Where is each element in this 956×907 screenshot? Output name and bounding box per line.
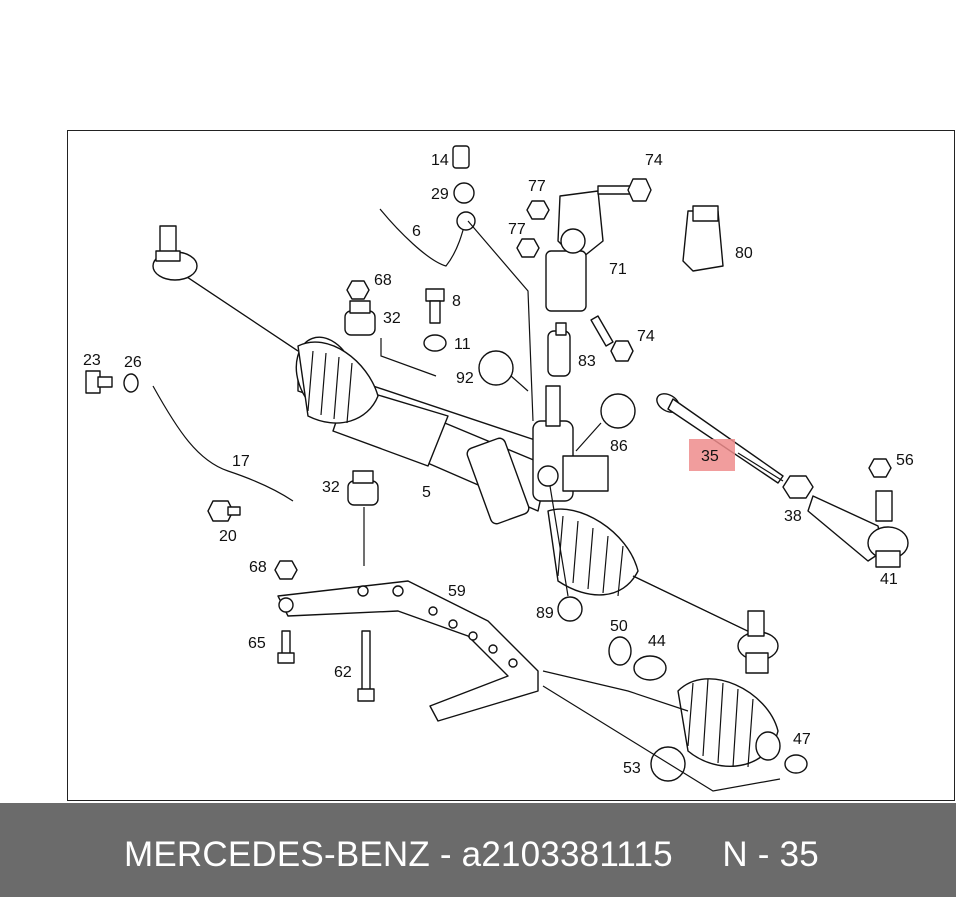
callout-62[interactable]: 62 [334,664,352,681]
bolt-23 [85,370,113,394]
callout-44[interactable]: 44 [648,633,666,650]
wrench-symbol-53 [650,746,686,782]
nut-68-upper [346,280,370,300]
callout-59[interactable]: 59 [448,583,466,600]
bolt-62 [357,630,375,702]
wrench-symbol-92 [478,350,514,386]
leader-lines [363,220,781,792]
seal-ring [456,211,476,231]
bolt-74-lower [590,315,634,362]
callout-23[interactable]: 23 [83,352,101,369]
callout-47[interactable]: 47 [793,731,811,748]
callout-83[interactable]: 83 [578,353,596,370]
bracket-83 [547,322,571,377]
callout-92[interactable]: 92 [456,370,474,387]
banjo-fitting-29 [453,182,475,204]
spacer-89 [557,596,583,622]
clamp-47 [784,754,808,774]
universal-joint-71 [545,190,604,312]
callout-29[interactable]: 29 [431,186,449,203]
wrench-symbol-86 [600,393,636,429]
ring-50 [608,636,632,666]
nut-56 [868,458,892,478]
nut-77-lower [516,238,540,258]
rubber-mount-32-lower [347,470,379,506]
nut-38 [782,475,814,499]
callout-50[interactable]: 50 [610,618,628,635]
callout-38[interactable]: 38 [784,508,802,525]
callout-17[interactable]: 17 [232,453,250,470]
bolt-20 [207,500,241,522]
bolt-65 [277,630,295,664]
boot-53 [677,678,781,768]
callout-74a[interactable]: 74 [645,152,663,169]
support-bracket-59 [277,580,539,722]
diagram-frame: 14 29 6 77 77 74 80 71 68 8 32 11 74 83 … [67,130,955,801]
rubber-mount-32-upper [344,300,376,336]
bolt-8 [425,288,445,324]
callout-20[interactable]: 20 [219,528,237,545]
callout-77a[interactable]: 77 [528,178,546,195]
nut-68-lower [274,560,298,580]
hydraulic-line-17 [152,385,294,502]
callout-labels: 14 29 6 77 77 74 80 71 68 8 32 11 74 83 … [83,152,914,777]
left-boot [295,336,379,424]
outer-tie-rod-end-41 [807,490,909,568]
callout-11[interactable]: 11 [454,336,471,353]
callout-65[interactable]: 65 [248,635,266,652]
callout-53[interactable]: 53 [623,760,641,777]
callout-32b[interactable]: 32 [322,479,340,496]
callout-86[interactable]: 86 [610,438,628,455]
callout-71[interactable]: 71 [609,261,627,278]
callout-6[interactable]: 6 [412,223,421,240]
footer-bar: MERCEDES-BENZ - a2103381115 N - 35 [0,803,956,897]
callout-77b[interactable]: 77 [508,221,526,238]
callout-14[interactable]: 14 [431,152,449,169]
pinion-valve-housing [532,385,609,502]
callout-41[interactable]: 41 [880,571,898,588]
callout-32a[interactable]: 32 [383,310,401,327]
callout-74b[interactable]: 74 [637,328,655,345]
callout-35[interactable]: 35 [701,448,719,465]
right-tie-rod [632,575,779,674]
callout-68a[interactable]: 68 [374,272,392,289]
nut-77-upper [526,200,550,220]
callout-56[interactable]: 56 [896,452,914,469]
callout-26[interactable]: 26 [124,354,142,371]
callout-68b[interactable]: 68 [249,559,267,576]
highlight-35 [689,439,735,471]
bolt-14 [452,145,470,169]
bolt-74-upper [597,178,652,202]
right-boot [547,508,639,597]
left-tie-rod-end [152,225,299,352]
cover-80 [682,205,724,272]
washer-26 [123,373,139,393]
callout-8[interactable]: 8 [452,293,461,310]
seal-ring-11 [423,334,447,352]
clamp-44 [633,655,667,681]
callout-89[interactable]: 89 [536,605,554,622]
callout-5[interactable]: 5 [422,484,431,501]
steering-rack-diagram: 14 29 6 77 77 74 80 71 68 8 32 11 74 83 … [83,145,914,792]
hydraulic-line-6 [379,208,467,267]
callout-80[interactable]: 80 [735,245,753,262]
part-number-caption: MERCEDES-BENZ - a2103381115 N - 35 [124,835,819,874]
